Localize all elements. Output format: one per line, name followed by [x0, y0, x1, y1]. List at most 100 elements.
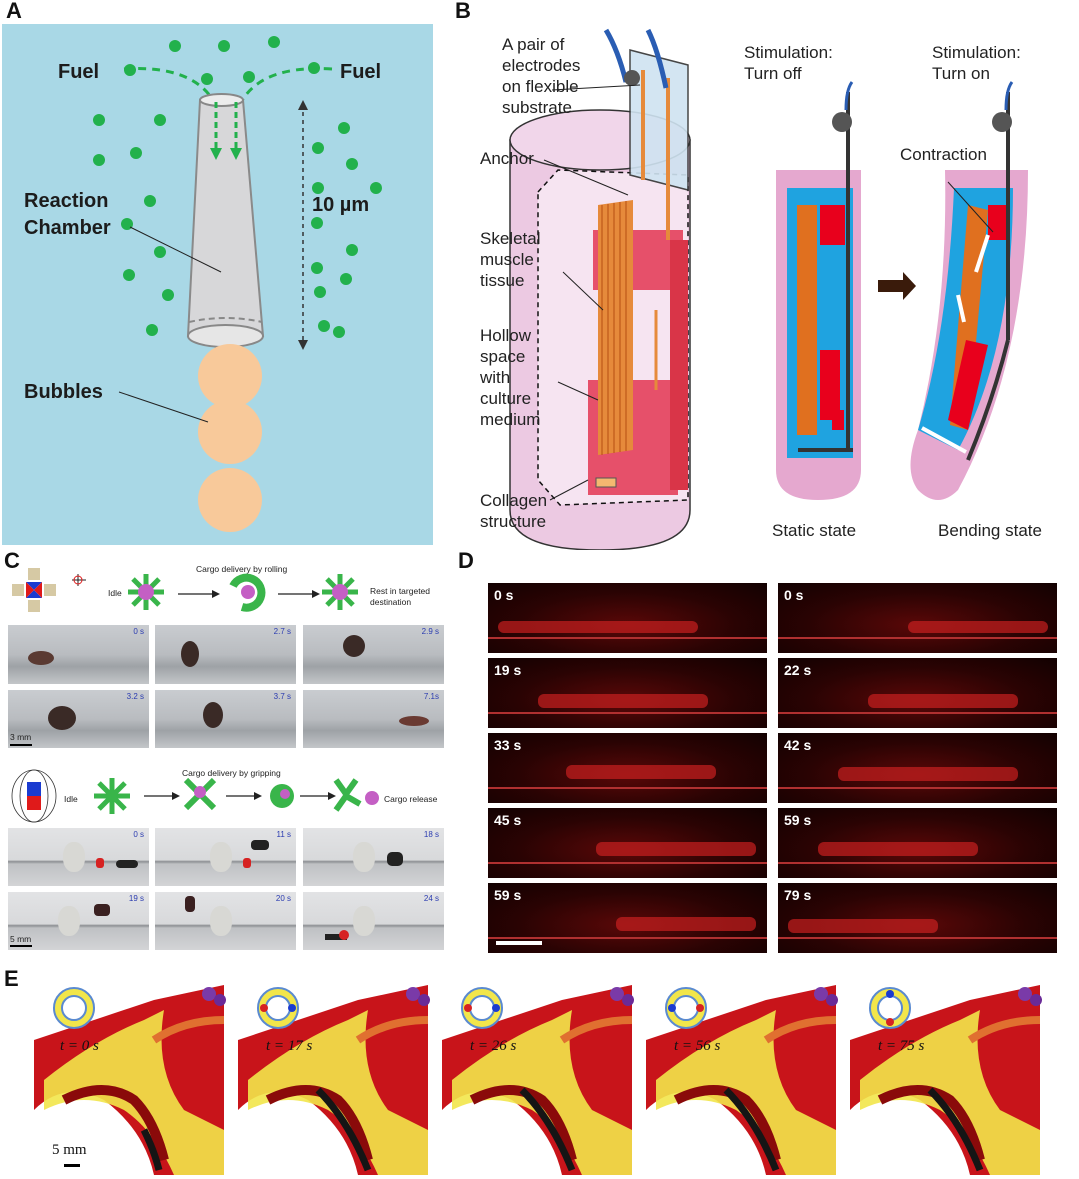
e-frame-3	[442, 985, 634, 1175]
c-top-time: 2.7 s	[273, 627, 291, 636]
c-top-time: 3.7 s	[273, 692, 291, 701]
stim-off-label: Stimulation: Turn off	[744, 43, 833, 83]
e-time-5: t = 75 s	[878, 1038, 925, 1054]
d-time: 42 s	[784, 737, 812, 753]
c-top-frame-6: 7.1s	[303, 690, 444, 748]
c-top-scalebar	[10, 744, 32, 746]
c-bottom-time: 18 s	[423, 830, 439, 839]
static-state-label: Static state	[772, 521, 857, 540]
c-top-frame-5: 3.7 s	[155, 690, 296, 748]
panel-b: A pair of electrodes on flexible substra…	[448, 10, 1079, 550]
c-top-idle: Idle	[108, 588, 122, 598]
bending-state-diagram	[910, 81, 1028, 500]
panel-d: 0 s 19 s 33 s 45 s 59 s 0 s 22 s 42 s 59…	[488, 583, 1068, 957]
d-time: 22 s	[784, 662, 812, 678]
c-top-time: 0 s	[133, 627, 144, 636]
panel-c: Idle Cargo delivery by rolling Rest in t…	[0, 560, 450, 955]
c-top-time: 7.1s	[423, 692, 439, 701]
d-left-frame-4: 45 s	[488, 808, 767, 878]
c-bottom-frame-3: 18 s	[303, 828, 444, 886]
c-top-frame-2: 2.7 s	[155, 625, 296, 684]
bubble	[198, 400, 262, 464]
d-time: 59 s	[784, 812, 812, 828]
panel-e: t = 0 s t = 17 s t = 26 s t = 56 s t = 7…	[30, 980, 1070, 1175]
fuel-label-right: Fuel	[340, 61, 382, 83]
e-frame-4	[646, 985, 838, 1175]
d-time: 0 s	[494, 587, 514, 603]
muscle-label: Skeletal muscle tissue	[480, 229, 541, 290]
panel-a: Fuel Fuel Reaction Chamber 10 µm Bubbles	[2, 24, 433, 545]
c-top-frame-1: 0 s	[8, 625, 149, 684]
reaction-chamber-label: Reaction Chamber	[24, 190, 111, 239]
panel-b-label: B	[455, 0, 471, 23]
c-top-final: Rest in targeted destination	[370, 586, 431, 607]
fuel-dots	[93, 36, 382, 338]
d-left-frame-3: 33 s	[488, 733, 767, 803]
d-right-frame-1: 0 s	[778, 583, 1057, 653]
stim-on-label: Stimulation: Turn on	[932, 43, 1021, 83]
e-time-1: t = 0 s	[60, 1038, 99, 1054]
d-right-frame-4: 59 s	[778, 808, 1057, 878]
d-time: 19 s	[494, 662, 522, 678]
d-right-frame-2: 22 s	[778, 658, 1057, 728]
e-frame-1	[34, 985, 226, 1175]
hollow-label: Hollow space with culture medium	[480, 326, 541, 429]
d-left-frame-2: 19 s	[488, 658, 767, 728]
panel-a-diagram	[93, 36, 382, 532]
collagen-label: Collagen structure	[480, 491, 548, 531]
e-frame-5	[850, 985, 1042, 1175]
c-top-scale: 3 mm	[10, 732, 32, 742]
d-time: 59 s	[494, 887, 522, 903]
c-bottom-process: Cargo delivery by gripping	[182, 768, 281, 778]
static-state-diagram	[776, 81, 861, 500]
electrodes-label: A pair of electrodes on flexible substra…	[502, 35, 581, 117]
c-bottom-frame-4: 19 s	[8, 892, 149, 950]
d-right-frame-5: 79 s	[778, 883, 1057, 953]
c-bottom-time: 19 s	[128, 894, 144, 903]
c-top-time: 2.9 s	[421, 627, 439, 636]
d-time: 79 s	[784, 887, 812, 903]
d-left-frame-1: 0 s	[488, 583, 767, 653]
c-top-frame-4: 3.2 s	[8, 690, 149, 748]
c-bottom-frame-1: 0 s	[8, 828, 149, 886]
panel-d-label: D	[458, 548, 474, 573]
d-time: 0 s	[784, 587, 804, 603]
d-time: 33 s	[494, 737, 522, 753]
c-top-time: 3.2 s	[126, 692, 144, 701]
c-top-process: Cargo delivery by rolling	[196, 564, 288, 574]
c-bottom-time: 24 s	[423, 894, 439, 903]
e-scale-label: 5 mm	[52, 1142, 87, 1158]
c-bottom-idle: Idle	[64, 794, 78, 804]
panel-c-schematic-bottom	[11, 769, 379, 823]
bending-state-label: Bending state	[938, 521, 1042, 540]
panel-e-label: E	[4, 966, 19, 991]
panel-b-diagram	[509, 28, 1028, 550]
c-bottom-final: Cargo release	[384, 794, 438, 804]
e-frame-2	[238, 985, 430, 1175]
panel-c-label: C	[4, 548, 20, 573]
e-time-2: t = 17 s	[266, 1038, 313, 1054]
contraction-label: Contraction	[900, 145, 987, 164]
c-bottom-scale: 5 mm	[10, 934, 32, 944]
c-top-frame-3: 2.9 s	[303, 625, 444, 684]
d-left-frame-5: 59 s	[488, 883, 767, 953]
anchor-label: Anchor	[480, 149, 534, 168]
bubble	[198, 468, 262, 532]
scale-label: 10 µm	[312, 194, 370, 216]
muscle-tissue	[598, 200, 633, 455]
e-scalebar	[64, 1164, 80, 1167]
panel-c-schematic-top	[12, 568, 358, 612]
c-bottom-time: 20 s	[275, 894, 291, 903]
c-bottom-frame-5: 20 s	[155, 892, 296, 950]
c-bottom-scalebar	[10, 945, 32, 947]
bubble	[198, 344, 262, 408]
fuel-label-left: Fuel	[58, 61, 100, 83]
e-time-3: t = 26 s	[470, 1038, 517, 1054]
panel-a-label: A	[6, 0, 22, 23]
c-bottom-time: 0 s	[133, 830, 144, 839]
e-time-4: t = 56 s	[674, 1038, 721, 1054]
c-bottom-frame-2: 11 s	[155, 828, 296, 886]
d-time: 45 s	[494, 812, 522, 828]
d-right-frame-3: 42 s	[778, 733, 1057, 803]
d-scalebar	[496, 941, 542, 945]
